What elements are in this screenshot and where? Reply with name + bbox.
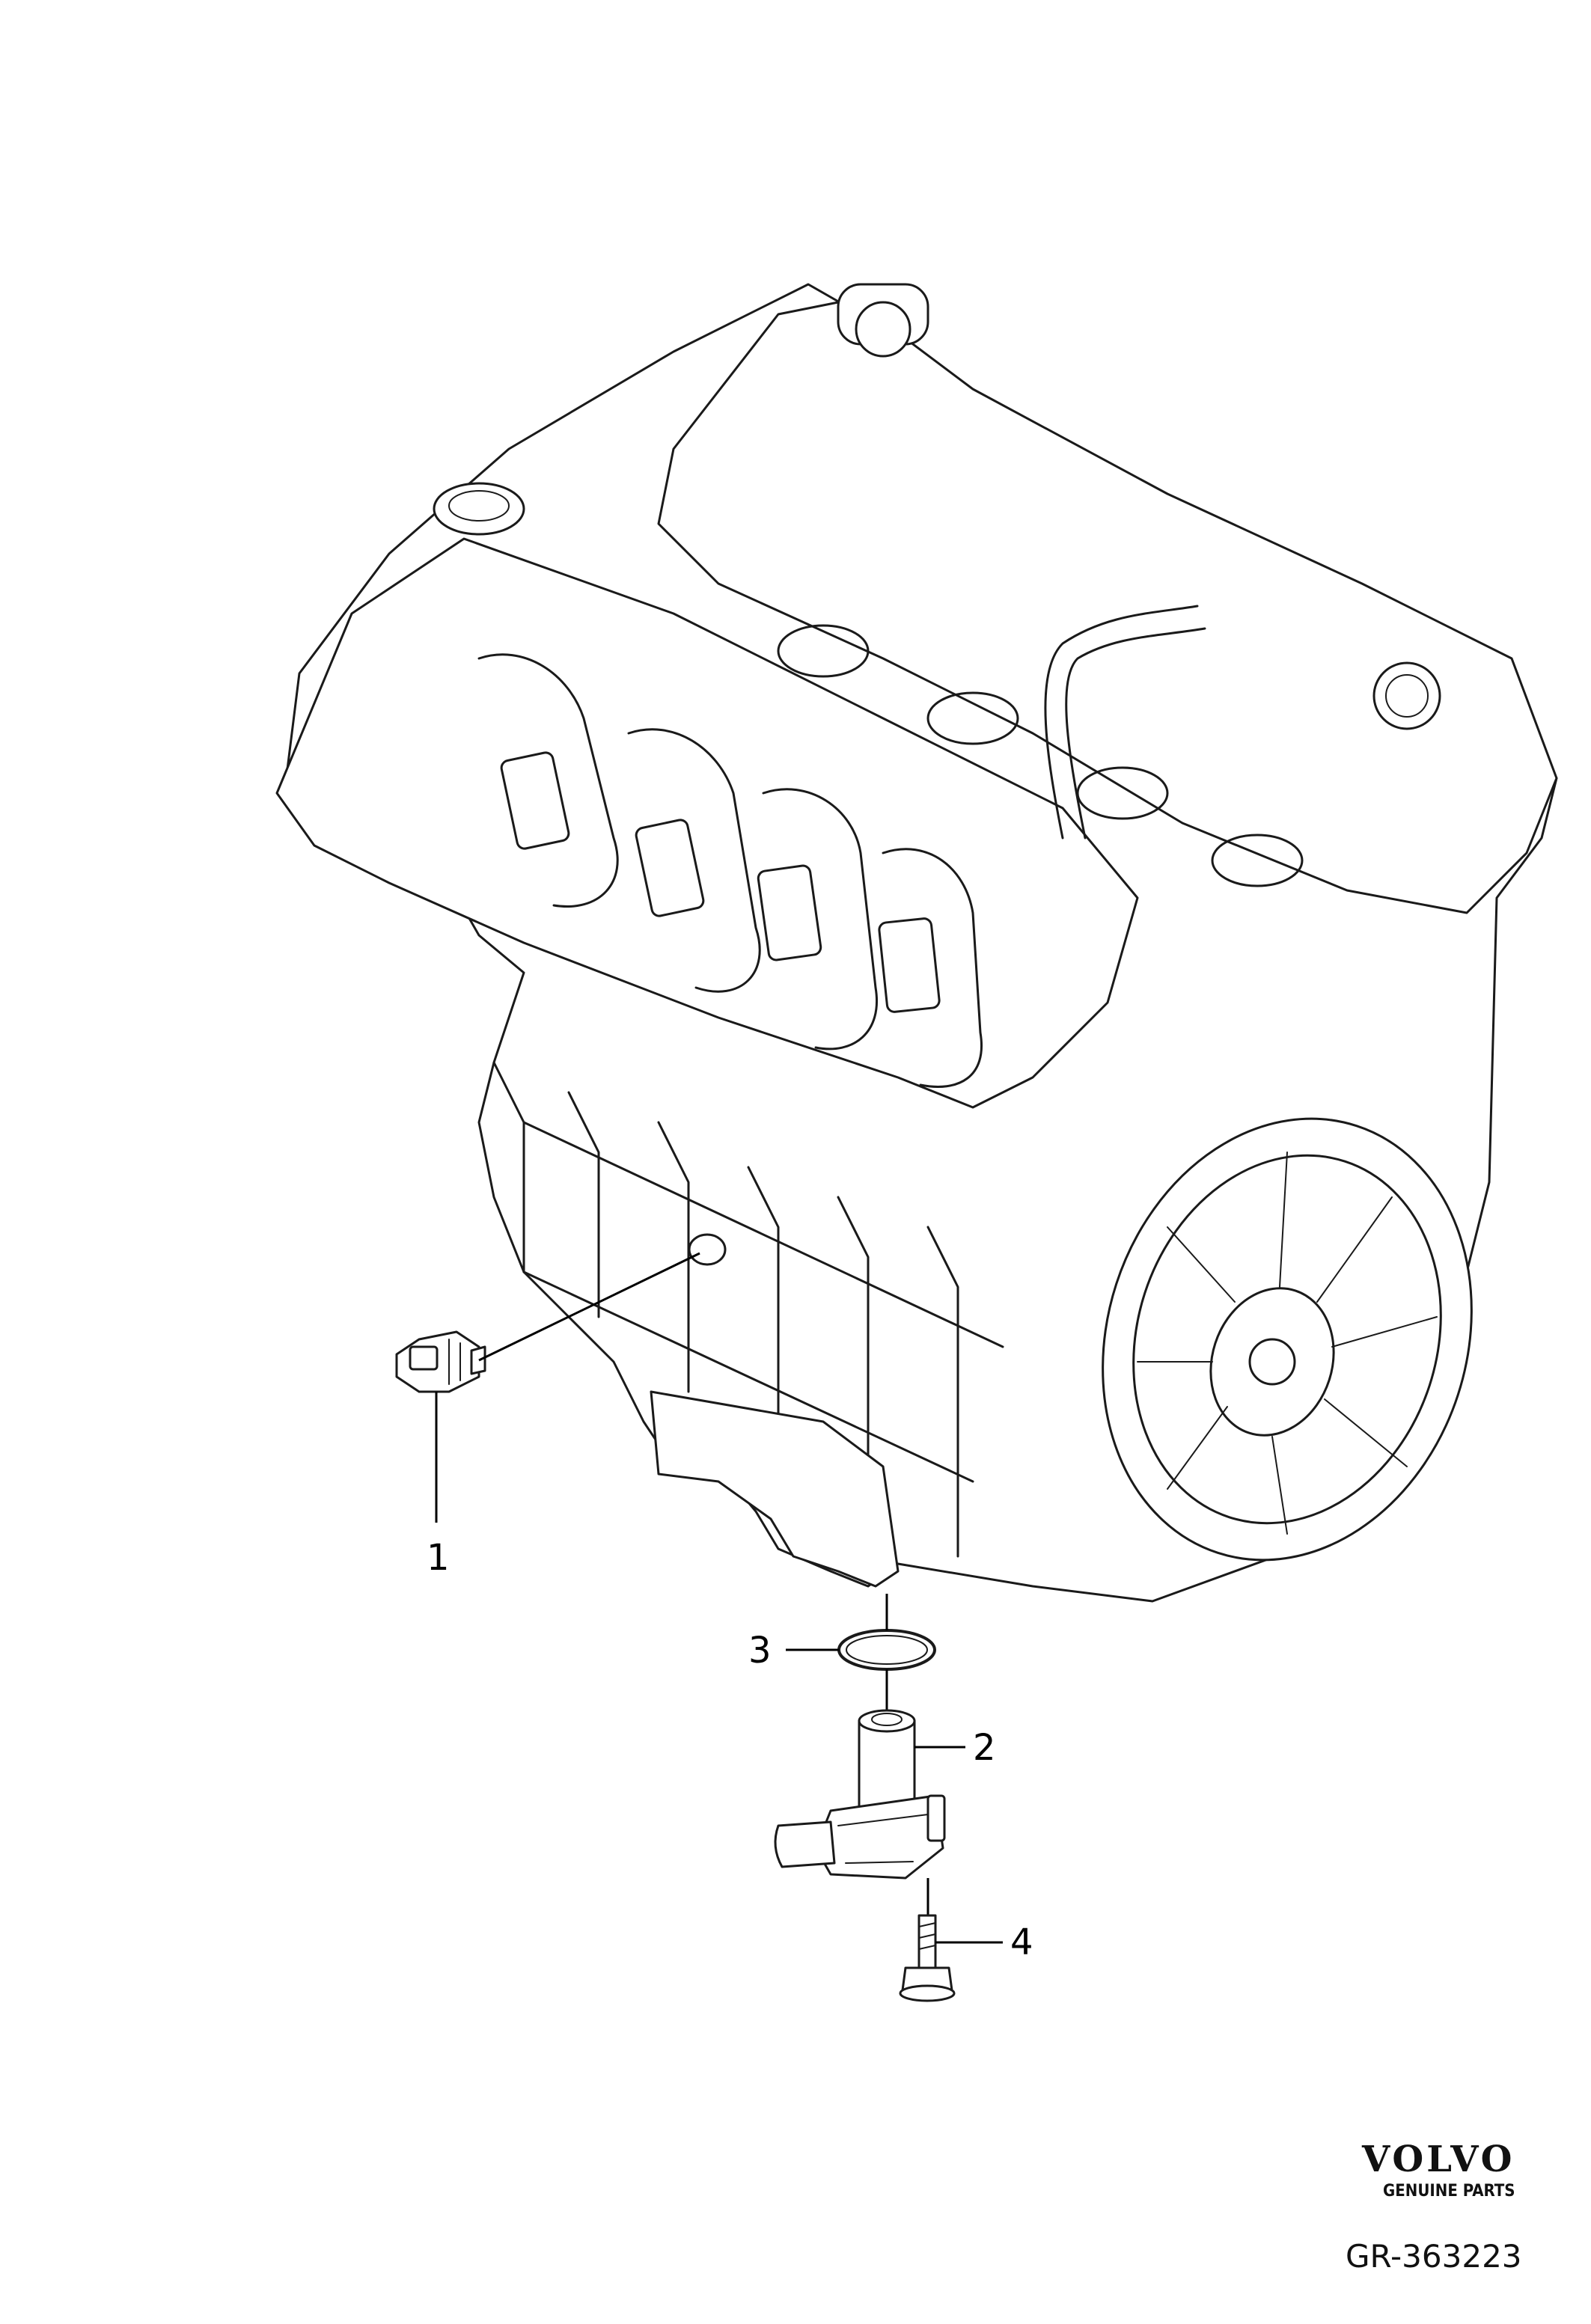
- callout-3[interactable]: 3: [748, 1630, 772, 1672]
- diagram-reference: GR-363223: [1346, 2238, 1522, 2275]
- flywheel-illustration: [1102, 1117, 1473, 1562]
- part-4-bolt-illustration: [899, 1914, 956, 2002]
- genuine-parts-label: GENUINE PARTS: [1383, 2182, 1515, 2201]
- callout-1[interactable]: 1: [427, 1537, 450, 1579]
- volvo-logo: VOLVO: [1361, 2138, 1515, 2180]
- part-2-oil-level-sensor-illustration: [774, 1709, 946, 1880]
- callout-2[interactable]: 2: [973, 1727, 996, 1769]
- callout-4[interactable]: 4: [1010, 1921, 1033, 1963]
- part-1-sensor-illustration: [395, 1330, 486, 1393]
- engine-assembly-illustration: [275, 283, 1558, 1603]
- leader-line-1: [478, 1252, 700, 1362]
- part-3-o-ring-illustration: [837, 1629, 936, 1671]
